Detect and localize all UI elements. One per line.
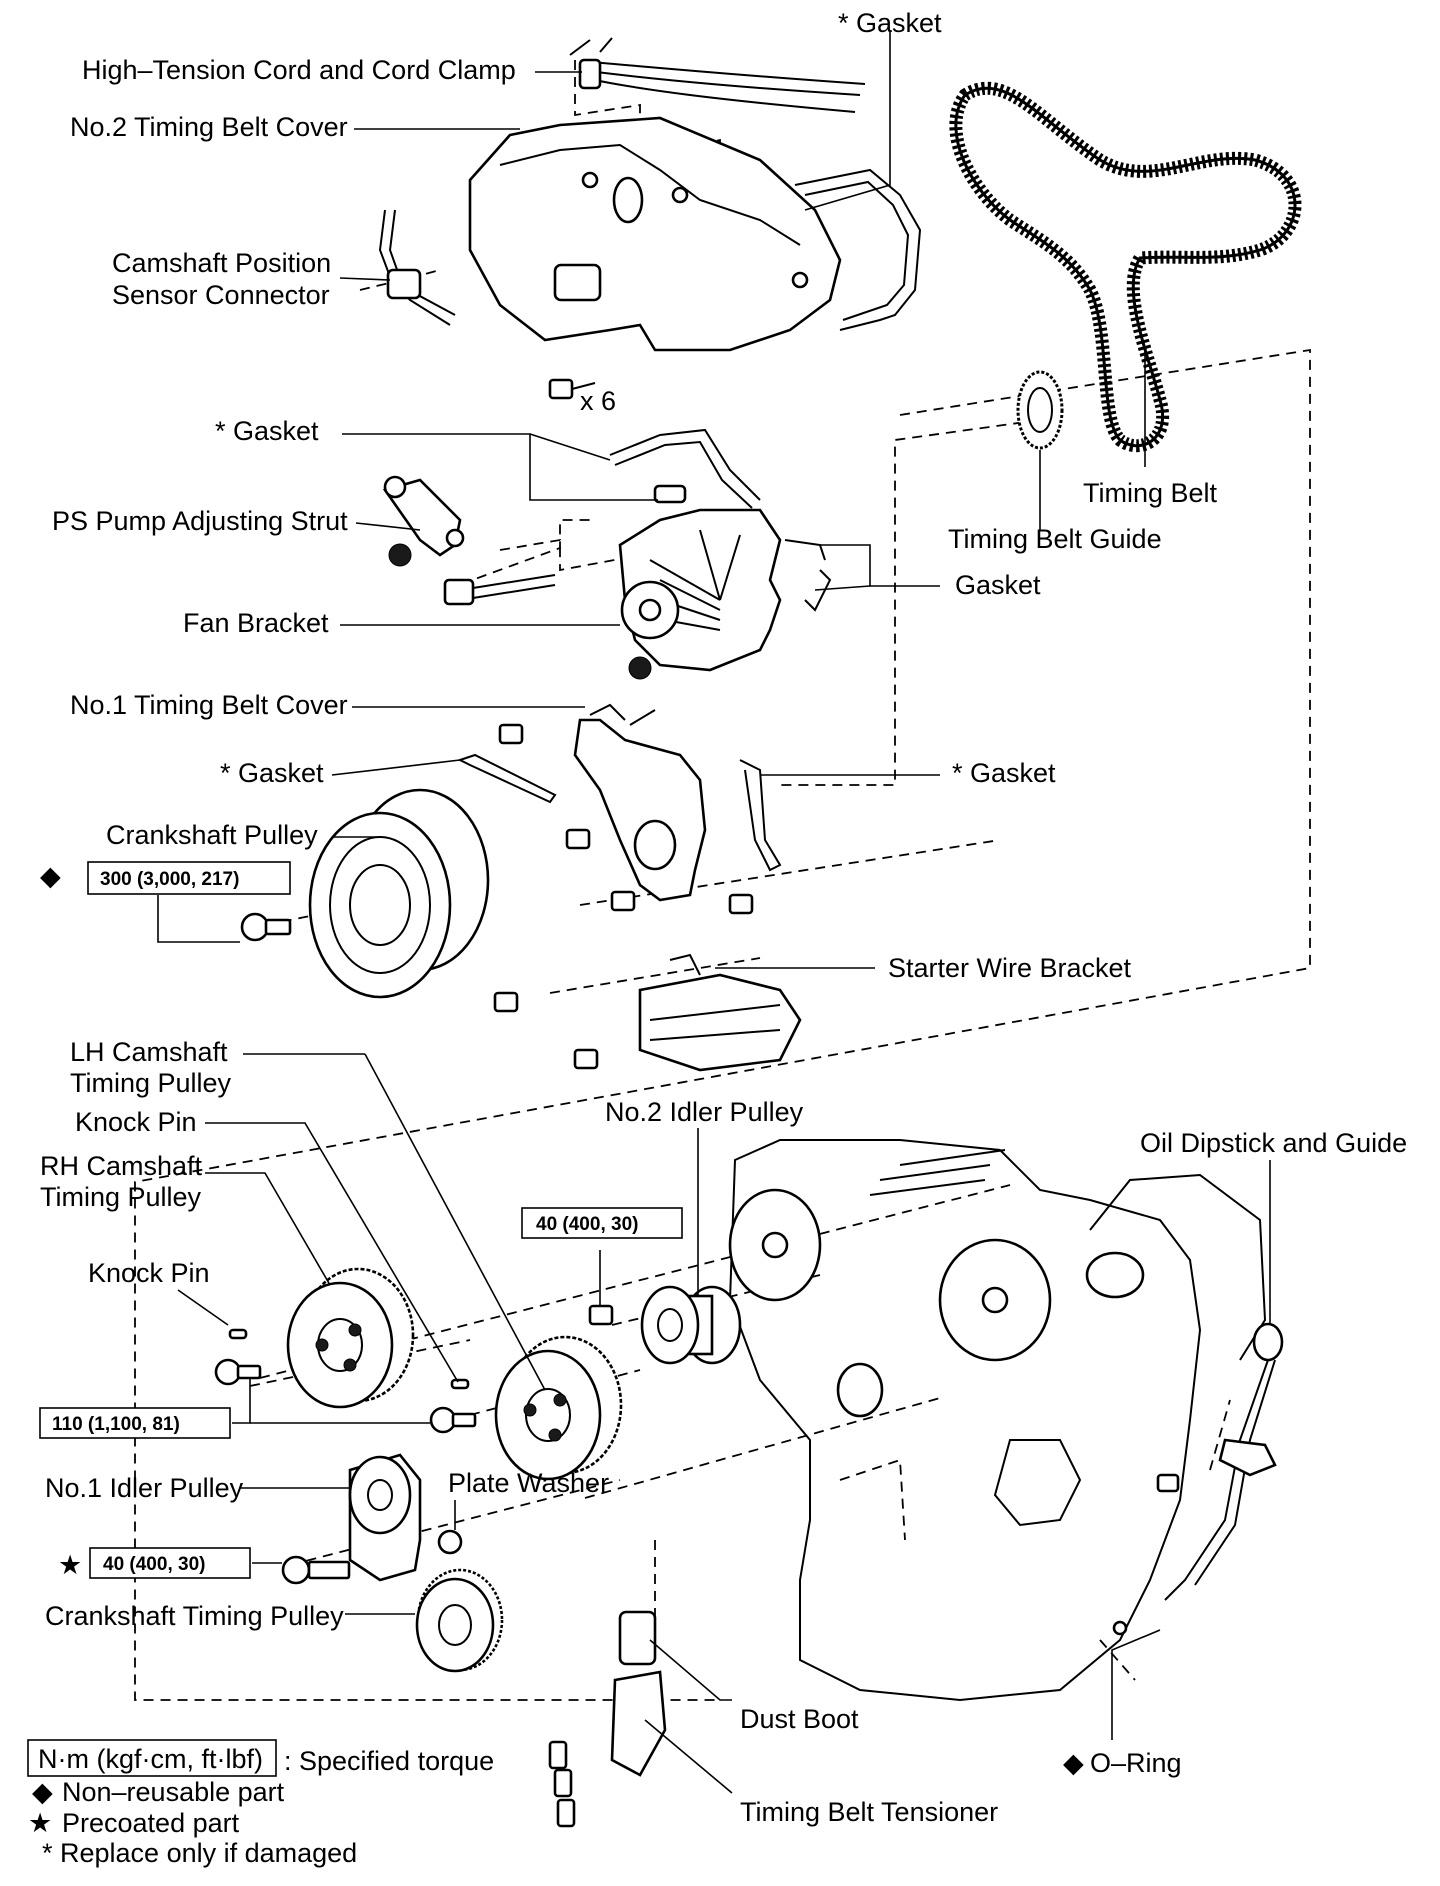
label-o-ring: O–Ring [1090, 1748, 1182, 1778]
legend: N·m (kgf·cm, ft·lbf) : Specified torque … [27, 1739, 494, 1868]
label-ps-pump-strut: PS Pump Adjusting Strut [52, 506, 348, 536]
legend-precoated: Precoated part [62, 1808, 240, 1838]
legend-precoated-symbol: ★ [28, 1808, 52, 1838]
crankshaft-timing-pulley-drawing [415, 1568, 504, 1673]
label-camshaft-sensor-1: Camshaft Position [112, 248, 331, 278]
torque-boxes: ◆ 300 (3,000, 217) 40 (400, 30) 110 (1,1… [39, 861, 683, 1580]
cover-bolt-drawing [548, 378, 596, 400]
no1-idler-pulley-drawing [281, 1453, 463, 1585]
label-timing-belt-guide: Timing Belt Guide [948, 524, 1162, 554]
timing-belt-drawing [949, 81, 1302, 453]
label-lh-camshaft-2: Timing Pulley [70, 1068, 232, 1098]
label-no2-timing-belt-cover: No.2 Timing Belt Cover [70, 112, 348, 142]
cover-gasket-drawing [794, 168, 922, 331]
label-gasket-top: * Gasket [838, 8, 942, 38]
ps-pump-strut-drawing [382, 475, 465, 567]
symbol-o-ring: ◆ [1063, 1748, 1084, 1778]
symbol-no1-idler-bolt: ★ [58, 1550, 82, 1580]
starter-wire-bracket-drawing [493, 953, 802, 1072]
label-camshaft-sensor-2: Sensor Connector [112, 280, 330, 310]
legend-non-reusable: Non–reusable part [62, 1777, 285, 1807]
label-high-tension-cord: High–Tension Cord and Cord Clamp [82, 55, 516, 85]
part-labels: * Gasket High–Tension Cord and Cord Clam… [40, 8, 1407, 1827]
label-starter-wire-bracket: Starter Wire Bracket [888, 953, 1132, 983]
fan-bracket-drawing [443, 508, 832, 680]
engine-block-drawing [728, 1139, 1267, 1702]
torque-no2-idler: 40 (400, 30) [536, 1214, 638, 1235]
timing-belt-guide-drawing [1016, 370, 1064, 450]
label-gasket-lower-left: * Gasket [220, 758, 324, 788]
torque-no1-idler: 40 (400, 30) [103, 1554, 205, 1575]
label-bolt-count: x 6 [580, 386, 616, 416]
label-crankshaft-timing-pulley: Crankshaft Timing Pulley [45, 1601, 344, 1631]
legend-replace: * Replace only if damaged [42, 1838, 357, 1868]
no2-idler-pulley-drawing [588, 1285, 742, 1365]
torque-cam-pulleys: 110 (1,100, 81) [52, 1414, 180, 1435]
no1-timing-belt-cover-drawing [498, 703, 782, 915]
oil-dipstick-drawing [1112, 1322, 1284, 1636]
label-rh-camshaft-2: Timing Pulley [40, 1182, 202, 1212]
rh-camshaft-pulley-drawing [214, 1267, 415, 1409]
symbol-crank-bolt: ◆ [40, 861, 61, 891]
label-timing-belt: Timing Belt [1083, 478, 1218, 508]
label-plate-washer: Plate Washer [448, 1468, 609, 1498]
label-knock-pin-2: Knock Pin [88, 1258, 210, 1288]
leader-lines [157, 30, 1271, 1794]
legend-unit-desc: : Specified torque [284, 1746, 494, 1776]
label-gasket-right: Gasket [955, 570, 1041, 600]
label-fan-bracket: Fan Bracket [183, 608, 329, 638]
no2-timing-belt-cover-drawing [468, 116, 842, 352]
label-crankshaft-pulley: Crankshaft Pulley [106, 820, 318, 850]
label-timing-belt-tensioner: Timing Belt Tensioner [740, 1797, 998, 1827]
label-gasket-lower-right: * Gasket [952, 758, 1056, 788]
label-no1-idler-pulley: No.1 Idler Pulley [45, 1473, 244, 1503]
legend-unit-box: N·m (kgf·cm, ft·lbf) [38, 1744, 263, 1774]
crankshaft-pulley-drawing [240, 788, 490, 999]
gasket-bent-drawing [609, 428, 761, 509]
label-knock-pin-1: Knock Pin [75, 1107, 197, 1137]
high-tension-cord-drawing [569, 37, 866, 113]
label-lh-camshaft-1: LH Camshaft [70, 1037, 228, 1067]
timing-belt-tensioner-drawing [548, 1610, 667, 1828]
label-no1-timing-belt-cover: No.1 Timing Belt Cover [70, 690, 348, 720]
lh-camshaft-pulley-drawing [429, 1335, 623, 1481]
label-no2-idler-pulley: No.2 Idler Pulley [605, 1097, 804, 1127]
cover-gasket-strip-drawing [457, 753, 557, 804]
camshaft-sensor-connector-drawing [378, 209, 456, 326]
torque-crank-pulley: 300 (3,000, 217) [100, 869, 239, 890]
label-gasket-mid-left: * Gasket [215, 416, 319, 446]
legend-non-reusable-symbol: ◆ [32, 1777, 53, 1807]
label-rh-camshaft-1: RH Camshaft [40, 1151, 203, 1181]
label-oil-dipstick: Oil Dipstick and Guide [1140, 1128, 1407, 1158]
label-dust-boot: Dust Boot [740, 1704, 859, 1734]
